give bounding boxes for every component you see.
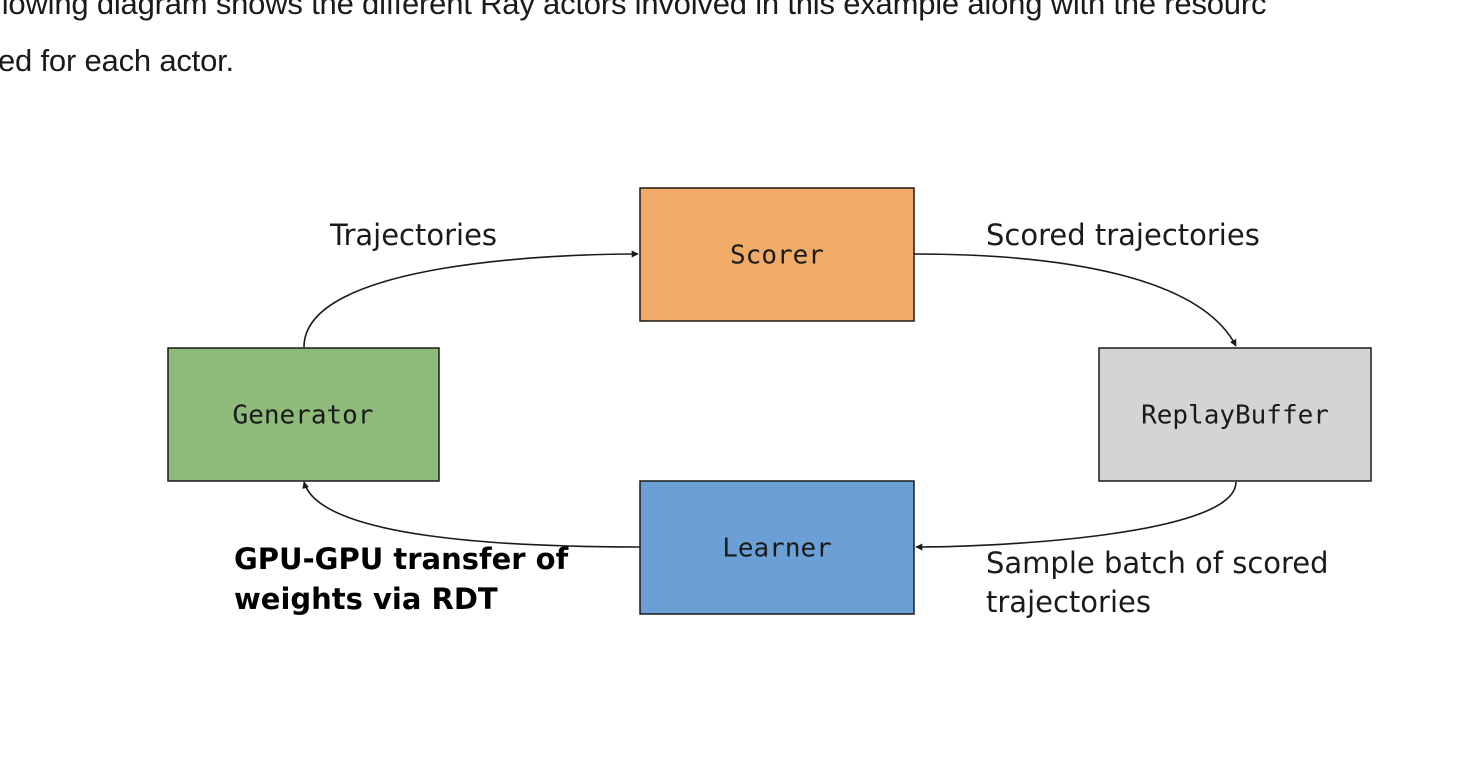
replaybuffer-box: [1098, 347, 1372, 482]
intro-text-line-1: ollowing diagram shows the different Ray…: [0, 0, 1267, 21]
scorer-label: Scorer: [730, 241, 824, 271]
weights-transfer-label-line-1: GPU-GPU transfer of: [234, 542, 569, 576]
sample-batch-label-line-2: trajectories: [986, 585, 1151, 619]
learner-label: Learner: [722, 534, 832, 564]
replaybuffer-node: ReplayBuffer: [1098, 347, 1372, 482]
edge-scorer-to-replaybuffer: [913, 253, 1237, 347]
generator-node: Generator: [167, 347, 440, 482]
generator-box: [167, 347, 440, 482]
edge-learner-to-generator: [302, 481, 641, 548]
edge-generator-to-scorer: [303, 250, 639, 348]
trajectories-label: Trajectories: [329, 218, 497, 252]
learner-node: Learner: [639, 480, 915, 615]
scored-trajectories-label: Scored trajectories: [986, 218, 1260, 252]
sample-batch-label-line-1: Sample batch of scored: [986, 546, 1329, 580]
replaybuffer-label: ReplayBuffer: [1141, 401, 1329, 431]
intro-text-line-2: ed for each actor.: [0, 43, 234, 78]
weights-transfer-label-line-2: weights via RDT: [234, 582, 498, 616]
scorer-node: Scorer: [639, 187, 915, 322]
scorer-box: [639, 187, 915, 322]
learner-box: [639, 480, 915, 615]
generator-label: Generator: [233, 401, 374, 431]
edge-replaybuffer-to-learner: [915, 481, 1237, 551]
